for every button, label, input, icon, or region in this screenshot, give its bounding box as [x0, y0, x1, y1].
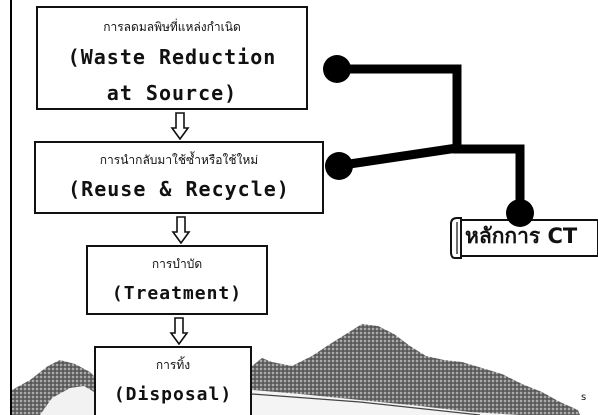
treatment-box: การบำบัด (Treatment)	[86, 245, 268, 315]
waste-reduction-english-2: at Source)	[106, 81, 238, 105]
river-left	[40, 386, 94, 415]
treatment-thai: การบำบัด	[151, 257, 203, 271]
down-arrow-icon	[170, 112, 190, 140]
reuse-recycle-thai: การนำกลับมาใช้ซ้ำหรือใช้ใหม่	[99, 153, 259, 167]
connector-dot	[506, 199, 534, 227]
river-right	[252, 390, 520, 415]
down-arrow-icon	[169, 317, 189, 345]
ct-scroll-banner	[450, 217, 598, 259]
mountain-right	[252, 324, 580, 415]
ct-label: หลักการ CT	[465, 224, 578, 248]
waste-reduction-thai: การลดมลพิษที่แหล่งกำเนิด	[103, 20, 241, 34]
disposal-english: (Disposal)	[113, 384, 233, 405]
waste-reduction-box: การลดมลพิษที่แหล่งกำเนิด (Waste Reductio…	[36, 6, 308, 110]
connector-dot	[323, 55, 351, 83]
waste-reduction-english-1: (Waste Reduction	[67, 45, 277, 69]
disposal-box: การทิ้ง (Disposal)	[94, 346, 252, 415]
connector-line	[335, 143, 458, 171]
reuse-recycle-box: การนำกลับมาใช้ซ้ำหรือใช้ใหม่ (Reuse & Re…	[34, 141, 324, 214]
left-border-line	[10, 0, 12, 415]
down-arrow-icon	[171, 216, 191, 244]
disposal-thai: การทิ้ง	[155, 358, 191, 372]
treatment-english: (Treatment)	[111, 283, 243, 304]
reuse-recycle-english: (Reuse & Recycle)	[68, 177, 290, 201]
corner-text: s	[581, 392, 587, 403]
connector-dot	[325, 152, 353, 180]
